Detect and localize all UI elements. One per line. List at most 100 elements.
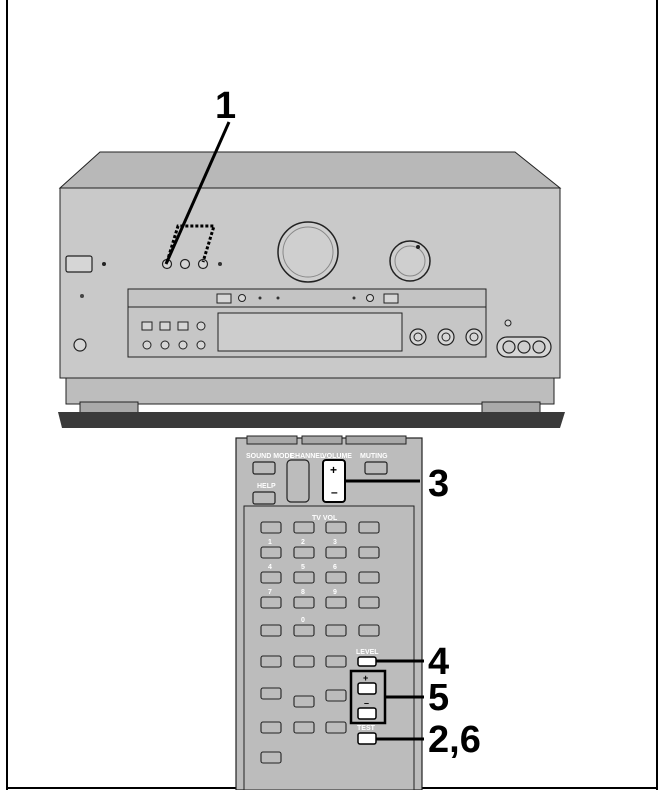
- remote-key: [358, 624, 380, 637]
- grid-btn-2: [159, 321, 171, 331]
- volume-plus-sign: +: [330, 463, 337, 477]
- remote-key: [293, 571, 315, 584]
- strip-knob-left: [238, 294, 246, 302]
- remote-key: [325, 655, 347, 668]
- callout-1-leader: [164, 121, 231, 265]
- callout-5: 5: [428, 677, 449, 719]
- remote-key: [260, 521, 282, 534]
- remote-key: [293, 546, 315, 559]
- remote-control: SOUND MODE CHANNEL VOLUME MUTING HELP + …: [235, 435, 423, 790]
- power-button: [65, 255, 93, 273]
- remote-key: [260, 687, 282, 700]
- dotted-indicator-path: [165, 224, 217, 263]
- remote-key: [260, 751, 282, 764]
- remote-key: [293, 596, 315, 609]
- remote-key: [358, 571, 380, 584]
- remote-key: [293, 624, 315, 637]
- center-dial: [277, 221, 339, 283]
- remote-key: [325, 689, 347, 702]
- right-knob-3-inner: [469, 332, 479, 342]
- grid-btn-8: [196, 340, 206, 350]
- label-volume: VOLUME: [322, 453, 352, 460]
- key-label-1: 1: [268, 539, 272, 546]
- remote-key: [293, 655, 315, 668]
- remote-top-key-2: [301, 435, 343, 445]
- callout-2-6: 2,6: [428, 719, 481, 761]
- key-label-2: 2: [301, 539, 305, 546]
- key-label-5: 5: [301, 564, 305, 571]
- remote-key: [293, 721, 315, 734]
- remote-key: [325, 596, 347, 609]
- center-dial-inner: [282, 226, 334, 278]
- help-button: [252, 491, 276, 505]
- grid-btn-3: [177, 321, 189, 331]
- volume-knob-marker: [416, 245, 420, 249]
- front-strip: [127, 288, 487, 308]
- remote-top-key-1: [246, 435, 298, 445]
- strip-dot-1: [258, 296, 262, 300]
- adjust-plus-button: [357, 682, 377, 695]
- callout-3: 3: [428, 463, 449, 505]
- remote-key: [358, 596, 380, 609]
- test-button: [357, 732, 377, 745]
- power-indicator: [102, 262, 106, 266]
- right-knob-2: [437, 328, 455, 346]
- right-knob-3: [465, 328, 483, 346]
- front-button-b: [179, 258, 191, 270]
- label-test: TEST: [357, 725, 376, 732]
- remote-key: [260, 655, 282, 668]
- display-window: [217, 312, 403, 352]
- grid-btn-5: [142, 340, 152, 350]
- remote-key: [325, 571, 347, 584]
- channel-rocker: [286, 459, 310, 503]
- label-help: HELP: [257, 483, 276, 490]
- grid-btn-6: [160, 340, 170, 350]
- remote-key: [325, 546, 347, 559]
- key-label-4: 4: [268, 564, 272, 571]
- volume-minus-sign: –: [331, 485, 338, 499]
- key-label-3: 3: [333, 539, 337, 546]
- callout-1: 1: [215, 85, 236, 127]
- remote-key: [260, 571, 282, 584]
- remote-key: [260, 624, 282, 637]
- remote-key: [325, 721, 347, 734]
- adjust-plus-sign: +: [363, 673, 368, 683]
- grid-btn-4: [196, 321, 206, 331]
- adjust-minus-sign: –: [364, 698, 369, 708]
- left-button-grid: [141, 321, 206, 350]
- key-label-7: 7: [268, 589, 272, 596]
- standby-dot: [80, 294, 84, 298]
- strip-button-left: [216, 293, 232, 304]
- sound-mode-button: [252, 461, 276, 475]
- av-jack-2: [517, 340, 531, 354]
- av-jack-3: [532, 340, 546, 354]
- front-button-c: [197, 258, 209, 270]
- strip-dot-2: [276, 296, 280, 300]
- key-label-9: 9: [333, 589, 337, 596]
- receiver-base: [65, 377, 555, 405]
- remote-key: [358, 521, 380, 534]
- adjust-minus-button: [357, 707, 377, 720]
- front-indicator: [218, 262, 222, 266]
- av-receiver: [58, 151, 565, 428]
- grid-btn-1: [141, 321, 153, 331]
- remote-key-grid: 1 2 3 4 5 6 7 8 9 0: [260, 521, 380, 764]
- remote-key: [260, 721, 282, 734]
- remote-key: [293, 695, 315, 708]
- av-input-led: [504, 319, 512, 327]
- label-sound-mode: SOUND MODE: [246, 453, 295, 460]
- volume-knob-inner: [394, 245, 426, 277]
- remote-key: [358, 546, 380, 559]
- remote-key: [325, 521, 347, 534]
- shelf: [58, 412, 565, 428]
- right-knob-2-inner: [441, 332, 451, 342]
- callout-4: 4: [428, 641, 449, 683]
- right-knob-1: [409, 328, 427, 346]
- phones-jack: [73, 338, 87, 352]
- receiver-top-panel: [58, 151, 562, 189]
- level-button: [357, 656, 377, 667]
- label-tv-vol: TV VOL: [312, 515, 338, 522]
- label-channel: CHANNEL: [290, 453, 325, 460]
